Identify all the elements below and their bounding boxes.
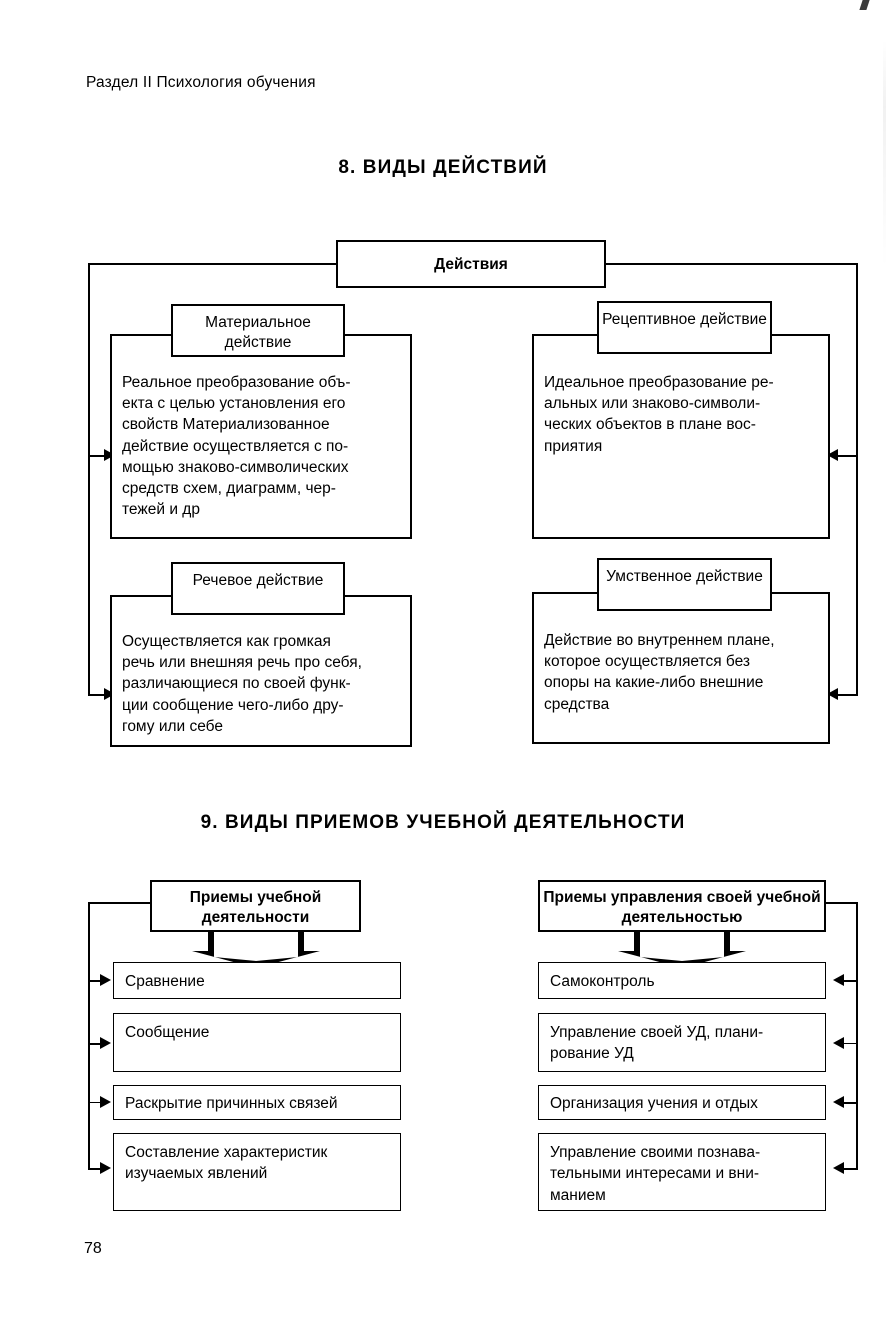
arrowhead-to-right-item-2	[833, 1096, 844, 1108]
connector-root-to-left-bus	[88, 263, 338, 265]
scan-artifact-right-edge	[883, 0, 886, 1334]
list-item-left-2-text: Раскрытие причинных связей	[125, 1095, 338, 1112]
list-item-left-0	[113, 962, 401, 999]
node-receptive-body-text: Идеальное преобразование ре- альных или …	[544, 374, 774, 455]
section-9-title: 9. ВИДЫ ПРИЕМОВ УЧЕБНОЙ ДЕЯТЕЛЬНОСТИ	[200, 812, 686, 833]
connector-to-right-item-1	[844, 1043, 858, 1045]
node-mental-body-text: Действие во внутреннем плане, которое ос…	[544, 632, 775, 713]
list-item-left-1	[113, 1013, 401, 1072]
list-item-right-1-text: Управление своей УД, плани- рование УД	[550, 1024, 764, 1063]
connector-right-bus-vertical	[856, 263, 858, 695]
list-item-right-3	[538, 1133, 826, 1211]
connector-to-right-item-3	[844, 1168, 858, 1170]
page-number: 78	[84, 1240, 102, 1257]
arrowhead-to-mental-box	[827, 688, 838, 700]
arrowhead-to-left-item-3	[100, 1162, 111, 1174]
node-speech-body-text: Осуществляется как громкая речь или внеш…	[122, 633, 362, 735]
connector-left-group-vertical	[88, 902, 90, 1168]
connector-to-speech-box	[88, 694, 108, 696]
fork-arrow-left-group	[180, 931, 332, 968]
connector-right-group-vertical	[856, 902, 858, 1168]
connector-to-mental-box	[838, 694, 858, 696]
node-material-header-label: Материальное действие	[205, 314, 311, 352]
node-root-deystviya: Действия	[336, 240, 606, 288]
list-item-right-2	[538, 1085, 826, 1120]
connector-to-left-item-1	[88, 1043, 102, 1045]
connector-root-to-right-bus	[604, 263, 858, 265]
node-speech-header: Речевое действие	[171, 562, 345, 615]
connector-to-left-item-0	[88, 980, 102, 982]
arrowhead-to-left-item-2	[100, 1096, 111, 1108]
node-root-label: Действия	[434, 256, 508, 273]
list-item-right-0-text: Самоконтроль	[550, 973, 655, 990]
arrowhead-to-material-box	[104, 449, 115, 461]
list-item-right-3-text: Управление своими познава- тельными инте…	[550, 1144, 761, 1204]
list-item-right-2-text: Организация учения и отдых	[550, 1095, 758, 1112]
connector-to-right-item-0	[844, 980, 858, 982]
arrowhead-to-right-item-0	[833, 974, 844, 986]
node-speech-body	[110, 595, 412, 747]
list-item-right-0	[538, 962, 826, 999]
group-right-header: Приемы управления своей учебной деятельн…	[538, 880, 826, 932]
node-material-body-text: Реальное преобразование объ- екта с цель…	[122, 374, 351, 519]
arrowhead-to-receptive-box	[827, 449, 838, 461]
connector-to-right-item-2	[844, 1102, 858, 1104]
arrowhead-to-left-item-0	[100, 974, 111, 986]
node-mental-header: Умственное действие	[597, 558, 772, 611]
node-mental-body	[532, 592, 830, 744]
list-item-left-3	[113, 1133, 401, 1211]
connector-to-left-item-2	[88, 1102, 102, 1104]
fork-arrow-right-group	[606, 931, 758, 968]
list-item-right-1	[538, 1013, 826, 1072]
list-item-left-0-text: Сравнение	[125, 973, 205, 990]
node-receptive-body	[532, 334, 830, 539]
connector-to-material-box	[88, 455, 108, 457]
group-right-header-label: Приемы управления своей учебной деятельн…	[543, 889, 821, 927]
node-speech-header-label: Речевое действие	[192, 572, 324, 589]
arrowhead-to-right-item-1	[833, 1037, 844, 1049]
list-item-left-2	[113, 1085, 401, 1120]
node-mental-header-label: Умственное действие	[606, 568, 763, 585]
list-item-left-3-text: Составление характеристик изучаемых явле…	[125, 1144, 328, 1183]
section-8-title: 8. ВИДЫ ДЕЙСТВИЙ	[338, 157, 548, 178]
connector-left-bus-vertical	[88, 263, 90, 695]
arrowhead-to-speech-box	[104, 688, 115, 700]
running-head: Раздел II Психология обучения	[86, 74, 316, 91]
node-receptive-header: Рецептивное действие	[597, 301, 772, 354]
connector-to-left-item-3	[88, 1168, 102, 1170]
node-receptive-header-label: Рецептивное действие	[602, 311, 767, 328]
group-left-header: Приемы учебной деятельности	[150, 880, 361, 932]
connector-to-receptive-box	[838, 455, 858, 457]
list-item-left-1-text: Сообщение	[125, 1024, 210, 1041]
connector-right-group-top	[824, 902, 858, 904]
arrowhead-to-right-item-3	[833, 1162, 844, 1174]
group-left-header-label: Приемы учебной деятельности	[189, 889, 322, 927]
node-material-header: Материальное действие	[171, 304, 345, 357]
scan-artifact-corner	[859, 0, 870, 10]
connector-left-group-top	[88, 902, 152, 904]
arrowhead-to-left-item-1	[100, 1037, 111, 1049]
